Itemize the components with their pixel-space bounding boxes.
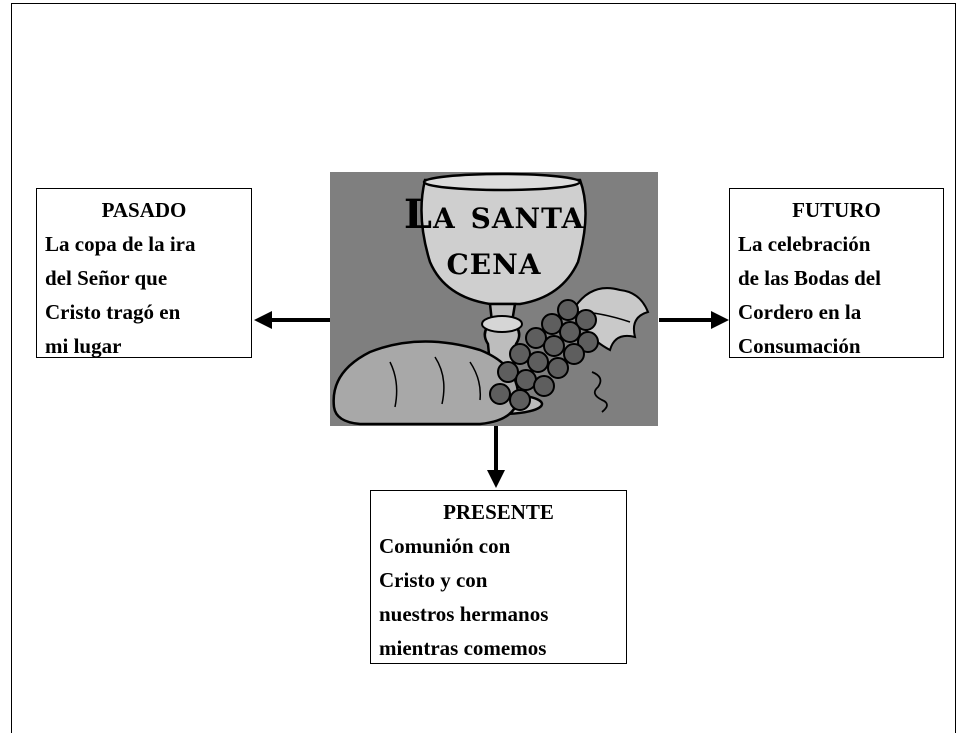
slide-frame [11, 3, 956, 733]
presente-line: Cristo y con [379, 568, 488, 592]
presente-line: nuestros hermanos [379, 602, 549, 626]
pasado-box: PASADO La copa de la ira del Señor que C… [36, 188, 252, 358]
presente-heading: PRESENTE [443, 500, 554, 524]
arrow-down-to-presente [487, 426, 505, 488]
chalice-bread-grapes-illustration [332, 172, 650, 426]
presente-line: mientras comemos [379, 636, 547, 660]
futuro-line: La celebración [738, 232, 871, 256]
futuro-line: Consumación [738, 334, 861, 358]
futuro-heading: FUTURO [792, 198, 881, 222]
center-title-line2: cena [446, 237, 542, 284]
arrow-left-to-pasado [254, 311, 330, 329]
futuro-line: Cordero en la [738, 300, 862, 324]
futuro-box: FUTURO La celebración de las Bodas del C… [729, 188, 944, 358]
center-title-line1: La santa [403, 191, 585, 238]
presente-line: Comunión con [379, 534, 511, 558]
center-title: La santa cena [330, 192, 658, 284]
pasado-line: Cristo tragó en [45, 300, 181, 324]
pasado-line: mi lugar [45, 334, 122, 358]
arrow-right-to-futuro [659, 311, 729, 329]
presente-box: PRESENTE Comunión con Cristo y con nuest… [370, 490, 627, 664]
lords-supper-image: La santa cena [330, 172, 658, 426]
futuro-line: de las Bodas del [738, 266, 881, 290]
pasado-heading: PASADO [101, 198, 187, 222]
pasado-line: La copa de la ira [45, 232, 196, 256]
pasado-line: del Señor que [45, 266, 168, 290]
